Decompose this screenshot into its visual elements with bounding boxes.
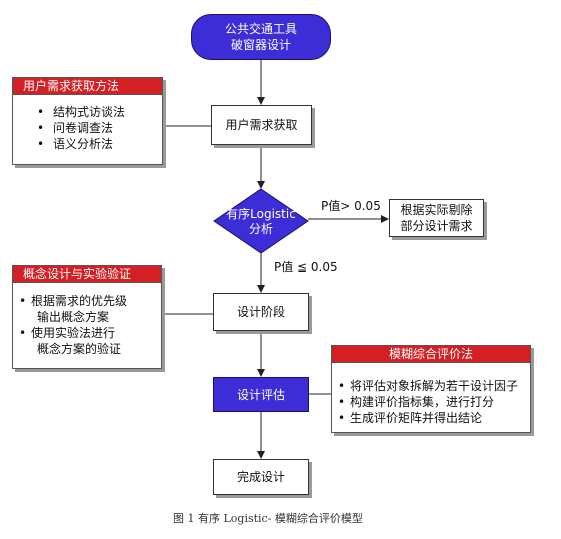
needs-item: •结构式访谈法 bbox=[37, 105, 126, 119]
decision-diamond bbox=[213, 188, 309, 254]
fuzzy-item-text: 构建评价指标集，进行打分 bbox=[350, 395, 495, 409]
evaluation-label: 设计评估 bbox=[236, 387, 285, 402]
needs-item-text: 语义分析法 bbox=[53, 137, 114, 151]
redesign-node: 根据实际剔除 部分设计需求 bbox=[389, 199, 484, 237]
evaluation-node: 设计评估 bbox=[213, 377, 309, 412]
needs-item-text: 结构式访谈法 bbox=[53, 105, 126, 119]
fuzzy-panel: 模糊综合评价法 •将评估对象拆解为若干设计因子 •构建评价指标集，进行打分 •生… bbox=[331, 345, 531, 433]
needs-item: •问卷调查法 bbox=[37, 121, 114, 135]
concept-item-line2: 输出概念方案 bbox=[37, 310, 110, 324]
done-label: 完成设计 bbox=[236, 470, 285, 484]
needs-panel: 用户需求获取方法 •结构式访谈法 •问卷调查法 •语义分析法 bbox=[12, 77, 163, 165]
redesign-line1: 根据实际剔除 bbox=[400, 203, 473, 217]
concept-item: •根据需求的优先级 bbox=[19, 294, 128, 308]
concept-panel: 概念设计与实验验证 •根据需求的优先级 输出概念方案 •使用实验法进行 概念方案… bbox=[12, 265, 162, 369]
fuzzy-item: •生成评价矩阵并得出结论 bbox=[338, 411, 483, 425]
figure-caption: 图 1 有序 Logistic- 模糊综合评价模型 bbox=[173, 512, 363, 525]
design-node: 设计阶段 bbox=[213, 293, 309, 331]
fuzzy-item-text: 将评估对象拆解为若干设计因子 bbox=[350, 379, 519, 393]
fuzzy-item: •构建评价指标集，进行打分 bbox=[338, 395, 495, 409]
concept-item-line2: 概念方案的验证 bbox=[37, 342, 122, 356]
edge-label-accept: P值 ≦ 0.05 bbox=[274, 260, 338, 274]
start-node: 公共交通工具 破窗器设计 bbox=[191, 14, 331, 60]
edge-label-reject: P值> 0.05 bbox=[321, 199, 381, 213]
requirements-node: 用户需求获取 bbox=[211, 105, 312, 145]
design-label: 设计阶段 bbox=[236, 305, 285, 319]
concept-item-line1: 根据需求的优先级 bbox=[31, 294, 128, 308]
concept-panel-title: 概念设计与实验验证 bbox=[13, 266, 161, 283]
needs-item: •语义分析法 bbox=[37, 137, 114, 151]
decision-node: 有序Logistic 分析 bbox=[214, 207, 308, 237]
start-node-line1: 公共交通工具 bbox=[224, 22, 297, 36]
fuzzy-item-text: 生成评价矩阵并得出结论 bbox=[350, 411, 483, 425]
decision-label-line2: 分析 bbox=[248, 222, 273, 236]
concept-item-line1: 使用实验法进行 bbox=[31, 326, 116, 340]
done-node: 完成设计 bbox=[213, 459, 309, 495]
requirements-label: 用户需求获取 bbox=[225, 118, 298, 132]
start-node-line2: 破窗器设计 bbox=[230, 38, 291, 52]
fuzzy-panel-title: 模糊综合评价法 bbox=[332, 346, 530, 363]
decision-label-line1: 有序Logistic bbox=[226, 207, 296, 221]
needs-panel-title: 用户需求获取方法 bbox=[13, 78, 162, 95]
needs-item-text: 问卷调查法 bbox=[53, 121, 114, 135]
redesign-line2: 部分设计需求 bbox=[400, 219, 473, 233]
fuzzy-item: •将评估对象拆解为若干设计因子 bbox=[338, 379, 519, 393]
concept-item: •使用实验法进行 bbox=[19, 326, 116, 340]
